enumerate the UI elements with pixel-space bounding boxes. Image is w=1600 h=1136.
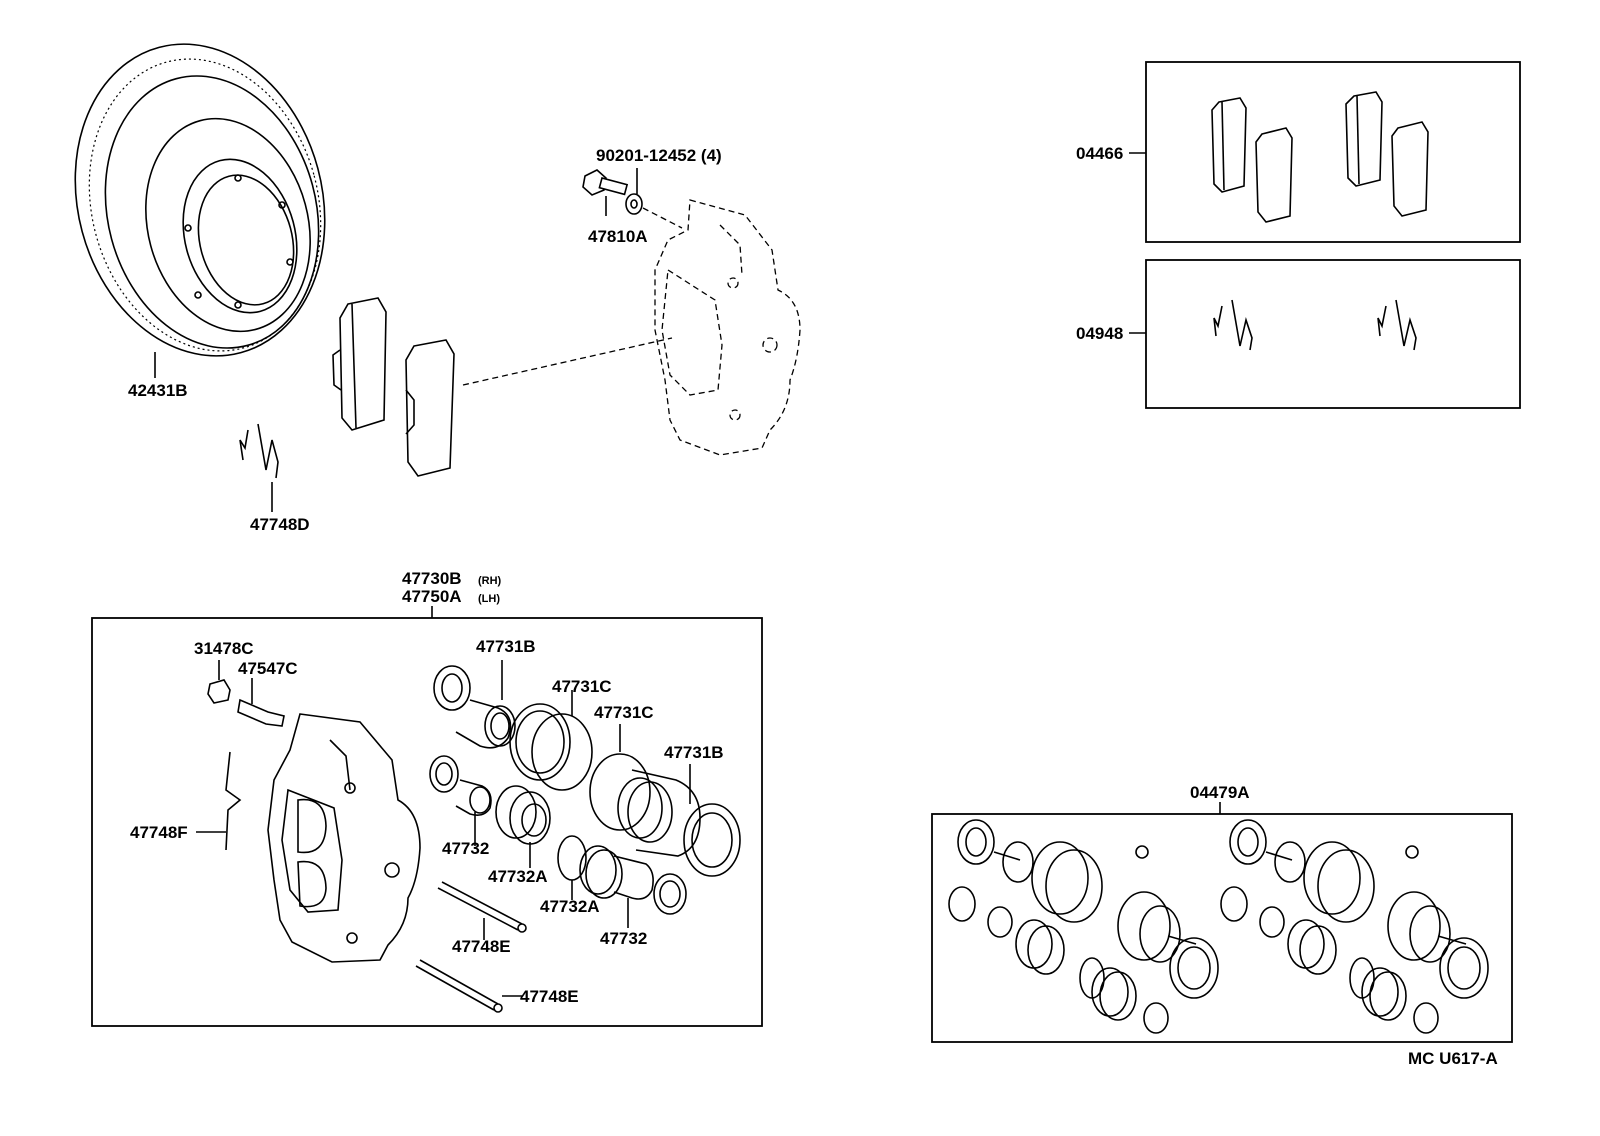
label-47731C-b: 47731C: [594, 703, 654, 722]
label-47730B: 47730B: [402, 569, 462, 588]
label-04479A: 04479A: [1190, 783, 1250, 802]
label-04948: 04948: [1076, 324, 1123, 343]
label-47750A-side: (LH): [478, 593, 500, 605]
spring-kit-box-04948: [1129, 259, 1521, 409]
label-47732-a: 47732: [442, 839, 489, 858]
label-47731C-a: 47731C: [552, 677, 612, 696]
caliper-assembly-box: [91, 617, 763, 1027]
diagram-code: MC U617-A: [1408, 1049, 1498, 1068]
caliper-outline-drawing: [654, 199, 801, 456]
label-47748E-a: 47748E: [452, 937, 511, 956]
spring-47748D-drawing: [239, 423, 279, 512]
seal-kit-box-04479A: [931, 813, 1513, 1043]
label-31478C: 31478C: [194, 639, 254, 658]
label-47748F: 47748F: [130, 823, 188, 842]
label-42431B: 42431B: [128, 381, 188, 400]
bolt-and-washer-drawing: [582, 168, 683, 229]
label-47732A-a: 47732A: [488, 867, 548, 886]
brake-pads-drawing: [332, 297, 673, 477]
label-47810A: 47810A: [588, 227, 648, 246]
pad-kit-box-04466: [1129, 61, 1521, 243]
disc-rotor-drawing: [74, 43, 326, 378]
label-47732A-b: 47732A: [540, 897, 600, 916]
label-47732-b: 47732: [600, 929, 647, 948]
label-47731B-b: 47731B: [664, 743, 724, 762]
label-47748E-b: 47748E: [520, 987, 579, 1006]
label-47748D: 47748D: [250, 515, 310, 534]
label-47730B-side: (RH): [478, 575, 502, 587]
label-47750A: 47750A: [402, 587, 462, 606]
label-90201-12452: 90201-12452 (4): [596, 146, 722, 165]
label-47731B-a: 47731B: [476, 637, 536, 656]
label-47547C: 47547C: [238, 659, 298, 678]
label-04466: 04466: [1076, 144, 1123, 163]
